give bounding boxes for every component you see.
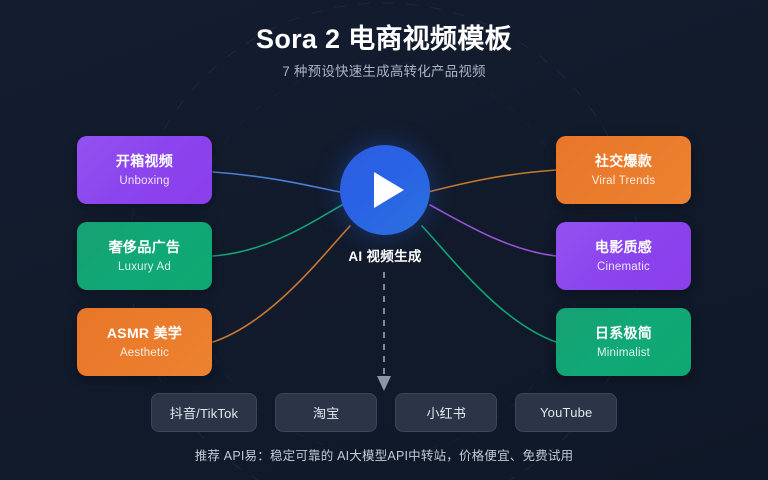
ai-hub[interactable]: AI 视频生成: [340, 145, 430, 264]
page-subtitle: 7 种预设快速生成高转化产品视频: [282, 64, 486, 79]
template-card-unboxing[interactable]: 开箱视频 Unboxing: [77, 136, 212, 204]
page-header: Sora 2 电商视频模板 7 种预设快速生成高转化产品视频: [0, 22, 768, 81]
platform-chip-youtube[interactable]: YouTube: [515, 393, 618, 432]
card-title-en: Aesthetic: [119, 346, 170, 359]
card-title-cn: 电影质感: [594, 238, 653, 255]
card-title-en: Luxury Ad: [118, 260, 171, 273]
card-title-cn: 日系极简: [594, 324, 653, 341]
template-card-cinematic[interactable]: 电影质感 Cinematic: [556, 222, 691, 290]
template-card-viral-trends[interactable]: 社交爆款 Viral Trends: [556, 136, 691, 204]
card-title-cn: 社交爆款: [594, 152, 653, 169]
card-title-en: Cinematic: [597, 260, 650, 273]
card-title-en: Unboxing: [119, 174, 170, 187]
card-title-en: Minimalist: [596, 346, 651, 359]
platform-chip-list: 抖音/TikTok 淘宝 小红书 YouTube: [0, 393, 768, 432]
template-card-minimalist[interactable]: 日系极简 Minimalist: [556, 308, 691, 376]
card-title-en: Viral Trends: [591, 174, 656, 187]
hub-circle[interactable]: [340, 145, 430, 235]
card-title-cn: 开箱视频: [115, 152, 174, 169]
page-title: Sora 2 电商视频模板: [256, 24, 512, 54]
card-title-cn: ASMR 美学: [106, 324, 183, 341]
platform-chip-xiaohongshu[interactable]: 小红书: [395, 393, 498, 432]
play-icon: [373, 172, 404, 208]
template-card-asmr-aesthetic[interactable]: ASMR 美学 Aesthetic: [77, 308, 212, 376]
hub-label: AI 视频生成: [348, 249, 422, 264]
platform-chip-douyin-tiktok[interactable]: 抖音/TikTok: [150, 393, 258, 432]
card-title-cn: 奢侈品广告: [108, 238, 181, 255]
platform-chip-taobao[interactable]: 淘宝: [275, 393, 378, 432]
template-card-luxury-ad[interactable]: 奢侈品广告 Luxury Ad: [77, 222, 212, 290]
footer-note: 推荐 API易：稳定可靠的 AI大模型API中转站，价格便宜、免费试用: [194, 449, 574, 463]
